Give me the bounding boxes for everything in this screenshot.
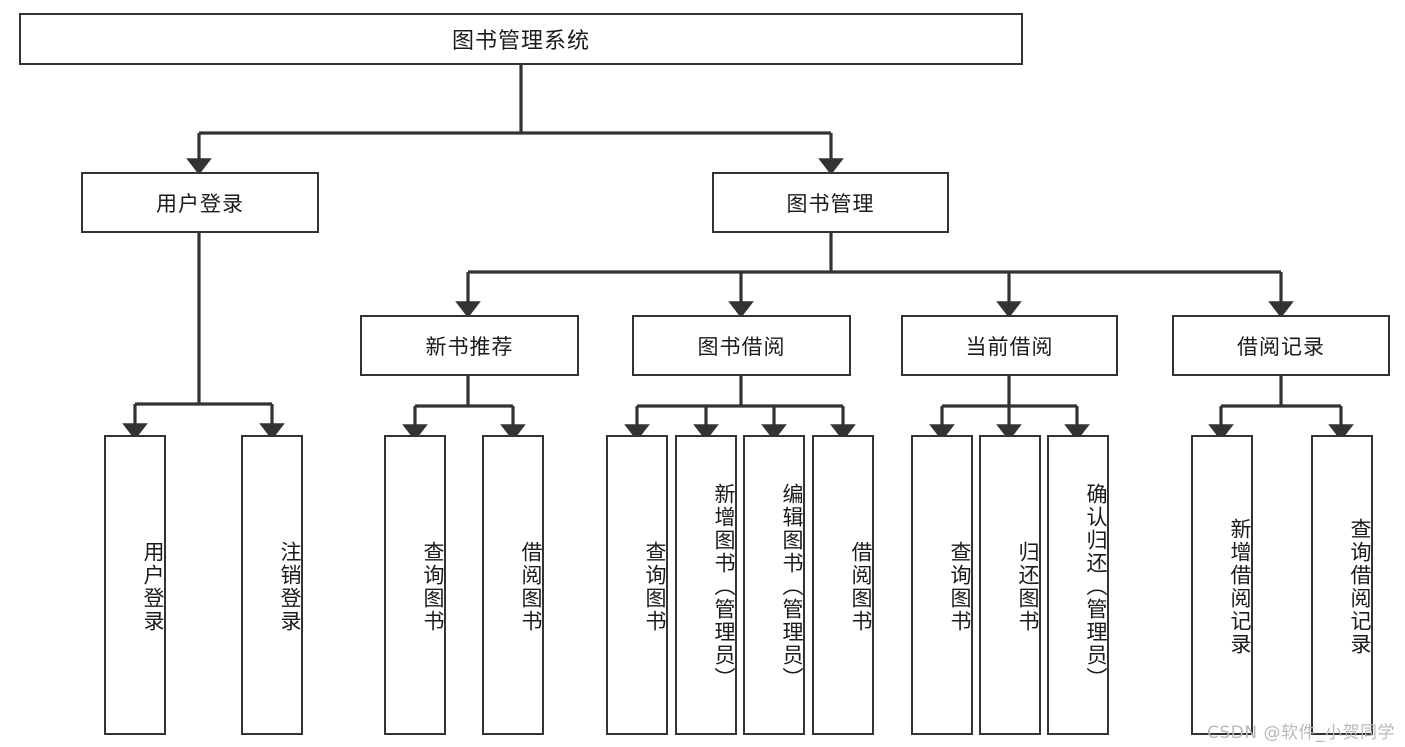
leaf-new-book-borrow[interactable]: 借阅图书 (482, 435, 544, 735)
leaf-book-borrow-borrow[interactable]: 借阅图书 (812, 435, 874, 735)
leaf-new-book-query[interactable]: 查询图书 (384, 435, 446, 735)
leaf-borrow-record-query[interactable]: 查询借阅记录 (1311, 435, 1373, 735)
leaf-user-login-logout[interactable]: 注销登录 (241, 435, 303, 735)
node-book-management[interactable]: 图书管理 (712, 172, 949, 233)
leaf-book-borrow-add-admin[interactable]: 新增图书（管理员） (675, 435, 737, 735)
node-root-system[interactable]: 图书管理系统 (19, 13, 1023, 65)
node-current-borrow[interactable]: 当前借阅 (901, 315, 1118, 376)
node-user-login[interactable]: 用户登录 (81, 172, 319, 233)
leaf-user-login-login[interactable]: 用户登录 (104, 435, 166, 735)
node-book-borrow[interactable]: 图书借阅 (632, 315, 851, 376)
leaf-current-borrow-return[interactable]: 归还图书 (979, 435, 1041, 735)
leaf-book-borrow-edit-admin[interactable]: 编辑图书（管理员） (743, 435, 805, 735)
node-new-book-recommend[interactable]: 新书推荐 (360, 315, 579, 376)
leaf-borrow-record-add[interactable]: 新增借阅记录 (1191, 435, 1253, 735)
watermark-credit: CSDN @软件_小贺同学 (1207, 723, 1395, 743)
leaf-current-borrow-confirm-admin[interactable]: 确认归还（管理员） (1047, 435, 1109, 735)
leaf-current-borrow-query[interactable]: 查询图书 (911, 435, 973, 735)
leaf-book-borrow-query[interactable]: 查询图书 (606, 435, 668, 735)
node-borrow-record[interactable]: 借阅记录 (1172, 315, 1390, 376)
